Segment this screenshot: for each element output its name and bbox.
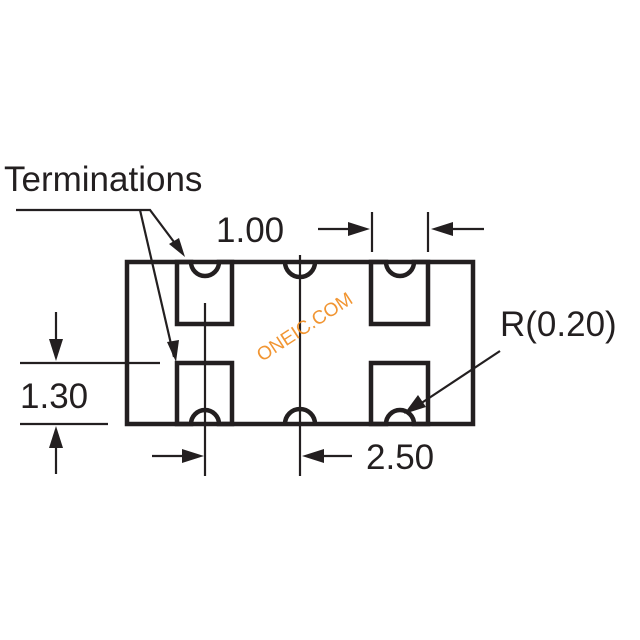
arrowhead-length-right bbox=[302, 449, 324, 463]
arrowhead-width-bottom bbox=[49, 426, 63, 448]
width-dimension-label: 1.30 bbox=[20, 377, 88, 416]
termination-pad-top-1 bbox=[174, 259, 235, 327]
terminations-leader bbox=[16, 208, 181, 251]
radius-leader bbox=[419, 350, 501, 405]
arrowhead-length-left bbox=[182, 449, 204, 463]
radius-dimension-label: R(0.20) bbox=[500, 305, 617, 344]
termination-pad-top-2 bbox=[368, 259, 431, 327]
terminations-leader-arrowhead-lower bbox=[167, 340, 179, 362]
termination-pad-bottom-2 bbox=[368, 360, 431, 427]
radius-leader-arrowhead bbox=[404, 395, 426, 414]
pitch-dimension-label: 1.00 bbox=[216, 211, 284, 250]
termination-pad-bottom-1 bbox=[174, 360, 235, 427]
terminations-leader-lower bbox=[138, 209, 176, 358]
length-dimension-label: 2.50 bbox=[366, 438, 434, 477]
arrowhead-pitch-left bbox=[348, 222, 370, 236]
watermark-logo: ONEIC.COM bbox=[253, 289, 357, 366]
arrowhead-width-top bbox=[49, 339, 63, 361]
arrowhead-pitch-right bbox=[431, 222, 453, 236]
terminations-label: Terminations bbox=[4, 160, 202, 199]
terminations-leader-arrowhead-upper bbox=[169, 238, 185, 257]
